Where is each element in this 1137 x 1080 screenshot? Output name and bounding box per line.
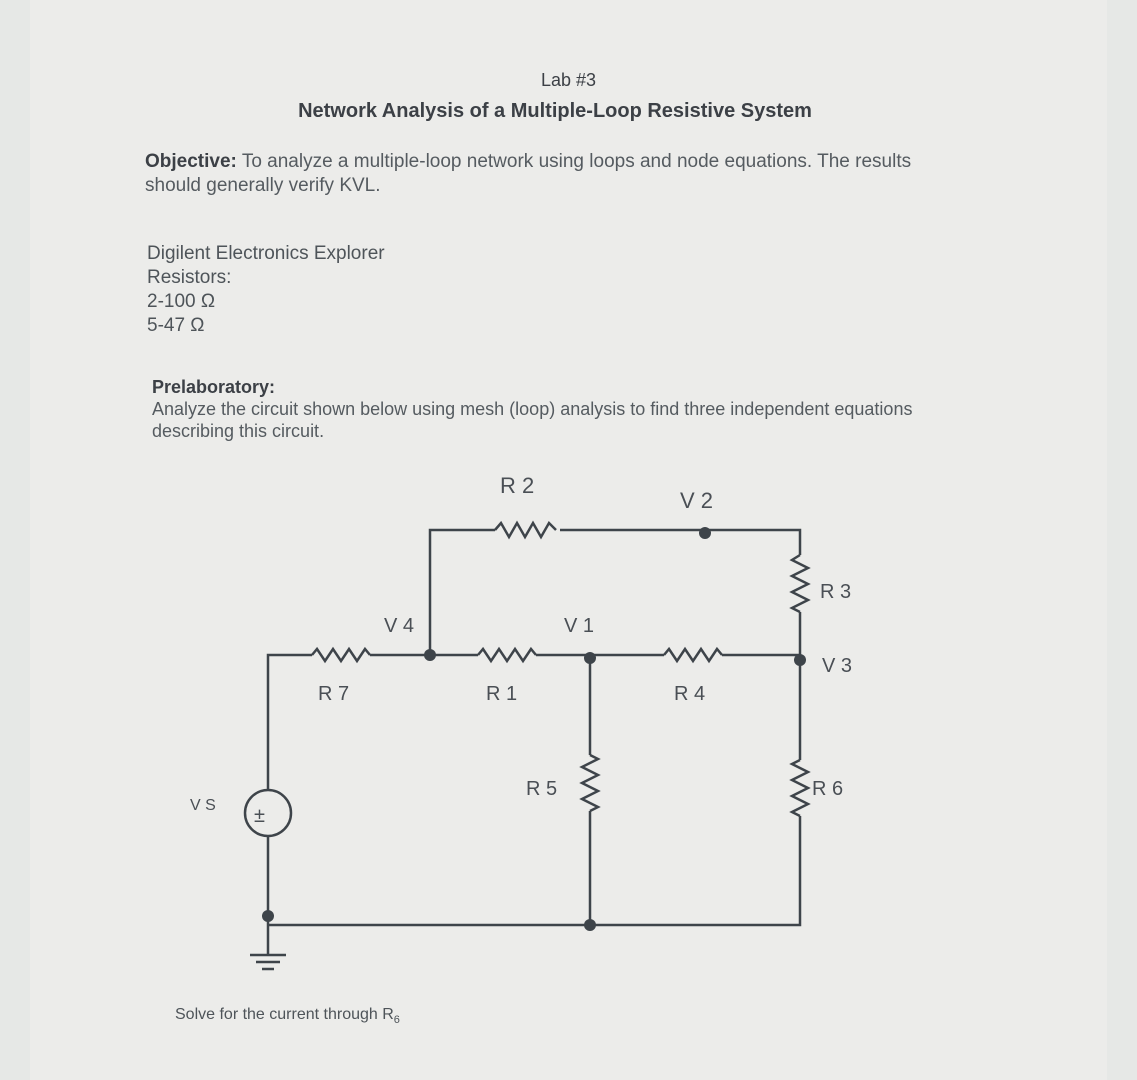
resistor-r1 xyxy=(477,646,537,664)
label-r7: R 7 xyxy=(318,683,349,705)
label-v1: V 1 xyxy=(564,615,594,637)
node-v4 xyxy=(424,649,436,661)
node-v2 xyxy=(699,527,711,539)
wire xyxy=(268,816,802,927)
circuit-wires xyxy=(243,520,811,971)
resistor-r6 xyxy=(789,758,811,818)
label-r2: R 2 xyxy=(500,473,534,498)
voltage-source xyxy=(243,788,293,838)
circuit-nodes xyxy=(262,527,806,931)
label-r4: R 4 xyxy=(674,683,705,705)
ground-symbol xyxy=(250,953,286,971)
materials-list: Digilent Electronics Explorer Resistors:… xyxy=(147,242,385,338)
label-v3: V 3 xyxy=(822,655,852,677)
label-v4: V 4 xyxy=(384,615,414,637)
node-ground xyxy=(262,910,274,922)
footer-instruction: Solve for the current through R6 xyxy=(175,1006,400,1026)
node-bottom xyxy=(584,919,596,931)
material-item: Resistors: xyxy=(147,267,232,288)
prelab-text: Analyze the circuit shown below using me… xyxy=(152,399,913,441)
prelab-section: Prelaboratory: Analyze the circuit shown… xyxy=(152,376,952,442)
resistor-r2 xyxy=(494,520,557,540)
wire xyxy=(266,653,312,790)
node-v1 xyxy=(584,652,596,664)
objective-text: To analyze a multiple-loop network using… xyxy=(145,151,912,196)
label-r3: R 3 xyxy=(820,581,851,603)
material-item: Digilent Electronics Explorer xyxy=(147,243,385,264)
label-v2: V 2 xyxy=(680,488,713,513)
resistor-r4 xyxy=(663,646,723,664)
node-v3 xyxy=(794,654,806,666)
resistor-r5 xyxy=(579,753,601,813)
label-r1: R 1 xyxy=(486,683,517,705)
objective-label: Objective: xyxy=(145,151,237,172)
objective-paragraph: Objective: To analyze a multiple-loop ne… xyxy=(145,150,945,198)
lab-title: Lab #3 xyxy=(540,70,597,90)
footer-subscript: 6 xyxy=(393,1014,400,1027)
label-r5: R 5 xyxy=(526,778,557,800)
footer-text: Solve for the current through R xyxy=(175,1006,394,1023)
label-r6: R 6 xyxy=(812,778,843,800)
resistor-r3 xyxy=(789,553,811,614)
wire xyxy=(428,528,495,655)
prelab-title: Prelaboratory: xyxy=(152,377,276,397)
material-item: 2-100 Ω xyxy=(147,291,216,312)
label-vs: V S xyxy=(190,797,216,814)
lab-subtitle: Network Analysis of a Multiple-Loop Resi… xyxy=(298,100,812,122)
paper-sheet xyxy=(30,0,1107,1080)
wire xyxy=(560,528,802,555)
material-item: 5-47 Ω xyxy=(147,315,205,336)
source-symbol: ± xyxy=(254,805,265,827)
resistor-r7 xyxy=(311,646,371,664)
